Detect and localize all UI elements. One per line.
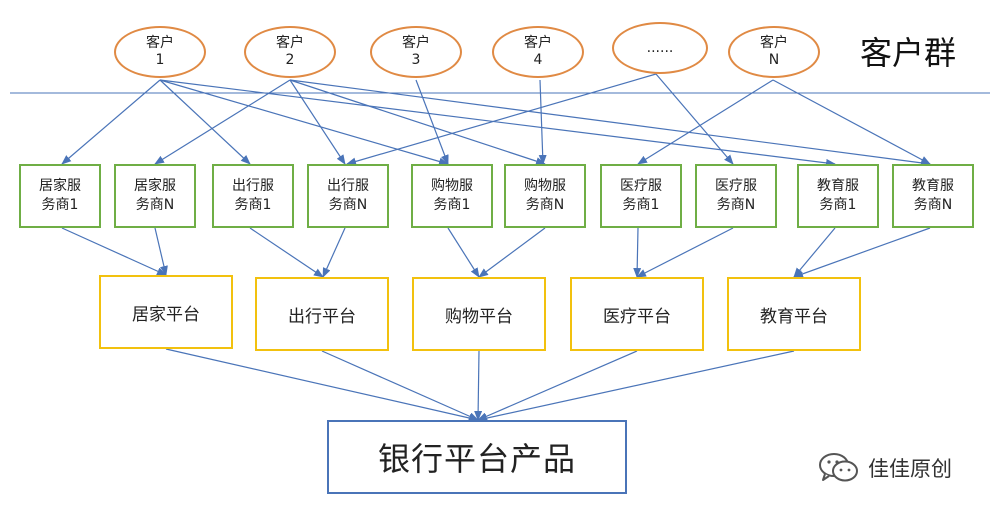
bank-product-label: 银行平台产品 — [377, 440, 576, 478]
platform-label: 教育平台 — [760, 306, 828, 327]
platform-medical: 医疗平台 — [570, 277, 704, 351]
watermark: 佳佳原创 — [818, 452, 952, 484]
customer-node-1: 客户 1 — [114, 26, 206, 78]
customer-node-ellipsis: ...... — [612, 22, 708, 74]
platform-education: 教育平台 — [727, 277, 861, 351]
provider-label-line2: 务商1 — [41, 197, 79, 213]
provider-shopping-1: 购物服 务商1 — [411, 164, 493, 228]
connection-arrow — [159, 79, 836, 167]
wechat-icon — [819, 453, 858, 482]
connection-arrow — [415, 79, 449, 165]
provider-label-line2: 务商N — [328, 197, 368, 213]
customer-label: 客户 — [146, 35, 174, 51]
connection-arrow — [322, 227, 346, 278]
customer-node-4: 客户 4 — [492, 26, 584, 78]
provider-label-line2: 务商1 — [819, 197, 857, 213]
connection-arrow — [346, 73, 657, 166]
provider-label-line1: 居家服 — [134, 178, 176, 194]
connection-arrow — [154, 227, 168, 276]
customer-index: 2 — [285, 52, 295, 68]
provider-shopping-n: 购物服 务商N — [504, 164, 586, 228]
provider-label-line1: 出行服 — [232, 178, 274, 194]
provider-travel-n: 出行服 务商N — [307, 164, 389, 228]
connection-arrow — [159, 79, 251, 165]
connection-arrow — [637, 79, 774, 165]
customer-index: 4 — [533, 52, 543, 68]
customer-label: 客户 — [760, 35, 788, 51]
customer-node-2: 客户 2 — [244, 26, 336, 78]
connection-arrow — [249, 227, 324, 278]
provider-home-n: 居家服 务商N — [114, 164, 196, 228]
platform-shopping: 购物平台 — [412, 277, 546, 351]
connection-arrow — [538, 79, 547, 165]
provider-label-line1: 出行服 — [327, 178, 369, 194]
provider-education-1: 教育服 务商1 — [797, 164, 879, 228]
connection-arrow — [159, 79, 449, 166]
customer-label: ...... — [646, 39, 674, 56]
connection-arrow — [289, 79, 546, 165]
platform-home: 居家平台 — [99, 275, 233, 349]
customer-label: 客户 — [276, 35, 304, 51]
provider-label-line1: 购物服 — [431, 178, 473, 194]
connection-arrow — [321, 350, 479, 421]
platform-label: 出行平台 — [288, 306, 356, 327]
customer-index: 1 — [155, 52, 165, 68]
watermark-text: 佳佳原创 — [868, 457, 952, 481]
provider-label-line2: 务商1 — [622, 197, 660, 213]
connection-arrow — [154, 79, 291, 165]
customer-node-n: 客户 N — [728, 26, 820, 78]
provider-label-line1: 居家服 — [39, 178, 81, 194]
connection-arrow — [474, 350, 483, 421]
connection-arrow — [61, 227, 167, 276]
connection-arrow — [61, 79, 161, 165]
customer-node-3: 客户 3 — [370, 26, 462, 78]
connection-arrow — [477, 350, 795, 422]
platform-travel: 出行平台 — [255, 277, 389, 351]
customer-index: N — [768, 52, 780, 68]
platform-label: 医疗平台 — [603, 306, 671, 327]
connection-arrow — [793, 227, 931, 278]
connection-arrow — [772, 79, 931, 165]
provider-label-line1: 医疗服 — [620, 178, 662, 194]
connection-arrow — [477, 350, 638, 421]
provider-label-line1: 教育服 — [817, 178, 859, 194]
customer-label: 客户 — [402, 35, 430, 51]
platform-label: 购物平台 — [445, 306, 513, 327]
provider-medical-n: 医疗服 务商N — [695, 164, 777, 228]
connection-arrow — [289, 79, 346, 165]
provider-label-line2: 务商N — [525, 197, 565, 213]
provider-label-line2: 务商N — [135, 197, 175, 213]
connection-arrow — [165, 348, 479, 422]
provider-label-line1: 教育服 — [912, 178, 954, 194]
provider-label-line2: 务商N — [716, 197, 756, 213]
provider-travel-1: 出行服 务商1 — [212, 164, 294, 228]
provider-label-line2: 务商1 — [433, 197, 471, 213]
provider-label-line1: 医疗服 — [715, 178, 757, 194]
connection-arrow — [289, 79, 931, 167]
customer-group-title: 客户群 — [860, 34, 957, 72]
provider-label-line1: 购物服 — [524, 178, 566, 194]
bank-platform-product: 银行平台产品 — [327, 420, 627, 494]
connection-arrow — [636, 227, 734, 278]
connection-arrow — [447, 227, 480, 278]
connection-arrow — [478, 227, 546, 278]
customer-label: 客户 — [524, 35, 552, 51]
connection-arrow — [633, 227, 642, 278]
provider-home-1: 居家服 务商1 — [19, 164, 101, 228]
customer-index: 3 — [411, 52, 421, 68]
provider-medical-1: 医疗服 务商1 — [600, 164, 682, 228]
connection-arrow — [655, 73, 734, 165]
provider-label-line2: 务商N — [913, 197, 953, 213]
connection-arrow — [793, 227, 836, 278]
platform-label: 居家平台 — [132, 304, 200, 325]
provider-label-line2: 务商1 — [234, 197, 272, 213]
provider-education-n: 教育服 务商N — [892, 164, 974, 228]
